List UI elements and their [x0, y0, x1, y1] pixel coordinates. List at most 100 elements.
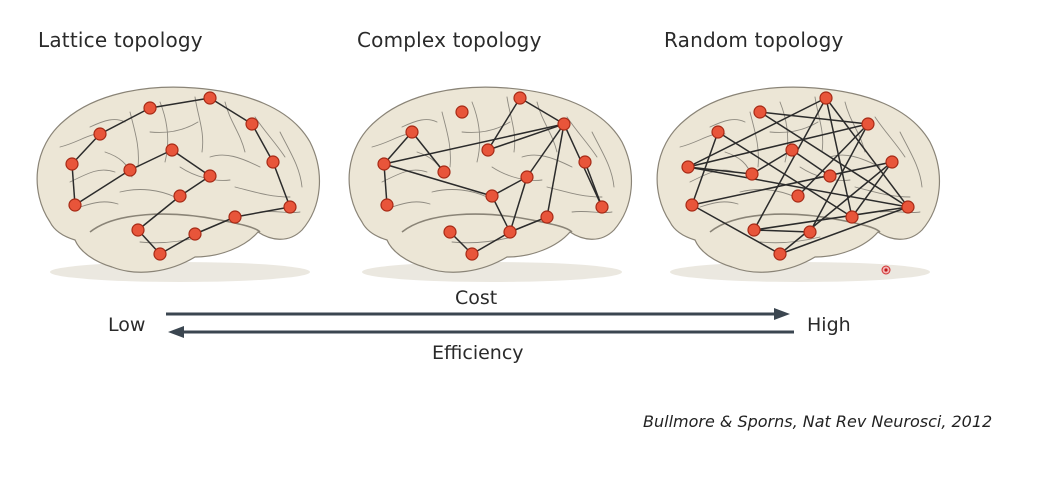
sylvian-fissure [89, 213, 261, 233]
brain-outline [36, 86, 321, 273]
network-node [823, 169, 837, 183]
sulcus-line [899, 131, 923, 188]
network-edge [209, 97, 253, 125]
network-edge [383, 131, 413, 165]
network-node [93, 127, 107, 141]
network-edge [779, 206, 909, 255]
network-node [380, 198, 394, 212]
network-edge [509, 176, 528, 233]
network-node [773, 247, 787, 261]
network-edge [171, 149, 211, 177]
network-nodes [377, 91, 609, 261]
network-node [481, 143, 495, 157]
network-node [861, 117, 875, 131]
network-edge [687, 166, 753, 175]
network-node [465, 247, 479, 261]
network-edge [194, 216, 236, 235]
network-node [377, 157, 391, 171]
network-node [901, 200, 915, 214]
network-node [845, 210, 859, 224]
network-node [131, 223, 145, 237]
network-edge [825, 97, 909, 208]
network-edge [751, 149, 793, 175]
network-edge [137, 195, 181, 231]
random-topology-title: Random topology [664, 28, 844, 52]
network-nodes [65, 91, 297, 261]
sulcus-line [224, 101, 246, 153]
network-edge [825, 97, 853, 218]
network-edge [717, 131, 853, 218]
random-brain-network [656, 86, 941, 282]
network-edge [797, 123, 869, 197]
network-edges [687, 97, 909, 255]
network-edge [99, 107, 151, 135]
sulcus-line [89, 119, 126, 128]
network-edge [74, 169, 131, 206]
network-edge [691, 161, 893, 206]
network-node [513, 91, 527, 105]
sulcus-line [149, 121, 199, 133]
sulcus-line [829, 154, 881, 168]
sulcus-line [709, 119, 746, 128]
network-edge [383, 123, 565, 165]
network-edge [159, 233, 196, 255]
network-edge [687, 97, 827, 168]
brain-outline [656, 86, 941, 273]
network-edge [251, 123, 274, 163]
network-node [437, 165, 451, 179]
network-node [188, 227, 202, 241]
network-edge [509, 216, 548, 233]
network-node [819, 91, 833, 105]
complex-topology-title: Complex topology [357, 28, 542, 52]
sulcus-line [814, 96, 824, 153]
sulcus-line [234, 186, 291, 198]
sulcus-line [739, 189, 796, 198]
network-edge [491, 195, 511, 233]
network-node [578, 155, 592, 169]
network-edge [491, 176, 528, 197]
network-node [143, 101, 157, 115]
sulcus-line [441, 111, 451, 168]
sulcus-line [129, 111, 139, 168]
network-edge [687, 123, 869, 168]
lattice-topology-title: Lattice topology [38, 28, 203, 52]
sulcus-line [769, 121, 819, 133]
network-edge [753, 206, 909, 231]
network-edge [234, 206, 291, 218]
sulcus-line [571, 210, 613, 214]
network-node [68, 198, 82, 212]
network-node [283, 200, 297, 214]
network-node [165, 143, 179, 157]
network-node [203, 91, 217, 105]
sulcus-line [69, 169, 116, 183]
network-node [885, 155, 899, 169]
network-node [65, 157, 79, 171]
sulcus-line [699, 201, 739, 208]
network-node [745, 167, 759, 181]
network-edge [753, 97, 827, 231]
network-edges [383, 97, 603, 255]
network-node [123, 163, 137, 177]
network-edge [809, 123, 869, 233]
network-node [747, 223, 761, 237]
network-node [557, 117, 571, 131]
network-node [203, 169, 217, 183]
sulcus-line [521, 154, 573, 168]
citation: Bullmore & Sporns, Nat Rev Neurosci, 201… [643, 412, 993, 431]
network-edge [753, 229, 811, 233]
sulcus-line [461, 121, 511, 133]
network-edge [779, 161, 893, 255]
network-edge [411, 131, 445, 173]
complex-brain-network [348, 86, 633, 282]
network-node [173, 189, 187, 203]
network-edge [383, 163, 493, 197]
network-edge [691, 204, 781, 255]
network-node [753, 105, 767, 119]
sulcus-line [431, 189, 488, 198]
network-node [791, 189, 805, 203]
network-node [228, 210, 242, 224]
network-node [503, 225, 517, 239]
network-node [685, 198, 699, 212]
network-node [266, 155, 280, 169]
network-node [681, 160, 695, 174]
